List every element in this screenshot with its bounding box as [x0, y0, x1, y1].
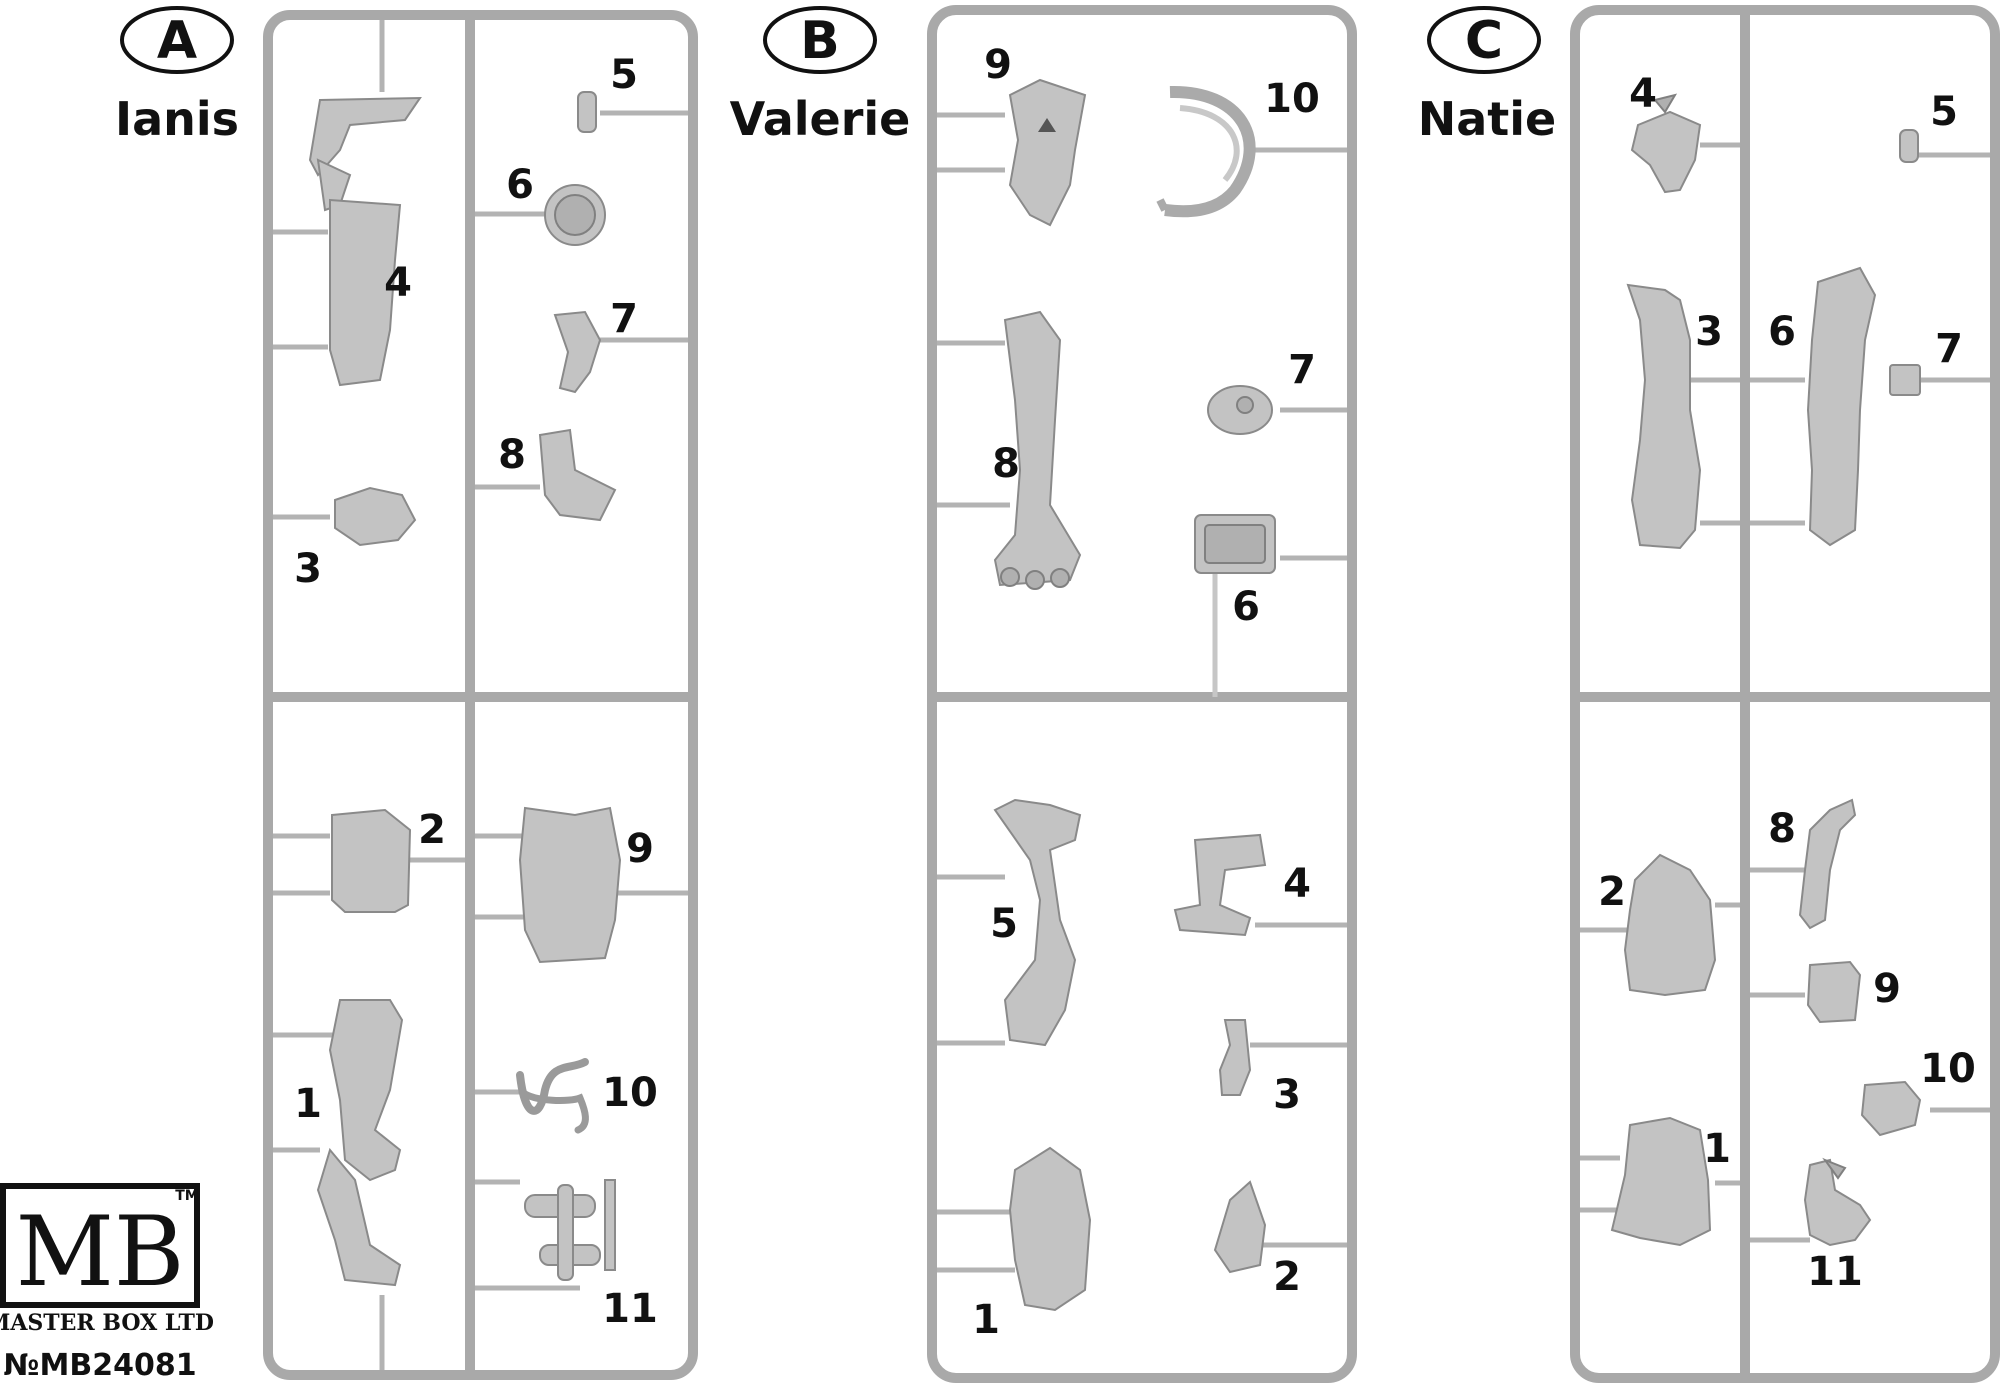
sprue-a-part-6-disc [544, 184, 606, 246]
sprue-c-part-5 [1899, 129, 1919, 163]
sprue-b-label-8: 8 [992, 441, 1020, 487]
sprue-a-part-2-torso [331, 808, 412, 913]
sprue-b-letter-badge [763, 6, 877, 74]
sprue-c-label-9: 9 [1873, 966, 1901, 1012]
sprue-a-part-1-leg [316, 999, 404, 1287]
sprue-a-letter: A [157, 11, 197, 71]
sprue-a-part-9-vest [518, 806, 622, 964]
sprue-c-label-8: 8 [1768, 806, 1796, 852]
sprue-b-label-5: 5 [990, 901, 1018, 947]
sprue-b-part-2-hand [1213, 1180, 1267, 1274]
sprue-b: B Valerie [730, 5, 1357, 1383]
sprue-c-part-8-arm [1798, 798, 1857, 930]
sprue-a-label-2: 2 [418, 807, 446, 853]
sprue-a-label-9: 9 [626, 826, 654, 872]
sprue-b-label-9: 9 [984, 42, 1012, 88]
logo-company-name: MASTER BOX LTD [0, 1310, 214, 1336]
sprue-b-part-6-box [1194, 514, 1276, 574]
sprue-c-label-10: 10 [1920, 1046, 1976, 1092]
sprue-c-part-4-head [1630, 93, 1702, 194]
sprue-a-label-8: 8 [498, 432, 526, 478]
sprue-b-label-2: 2 [1273, 1254, 1301, 1300]
sprue-c-label-2: 2 [1598, 869, 1626, 915]
sprue-b-part-7-head [1207, 385, 1273, 435]
sprue-b-label-1: 1 [972, 1297, 1000, 1343]
sprue-a-label-1: 1 [294, 1081, 322, 1127]
sprue-b-figure-name: Valerie [730, 92, 911, 146]
sprue-a-label-5: 5 [610, 52, 638, 98]
sprue-a: A Ianis [115, 6, 698, 1380]
sprue-b-label-4: 4 [1283, 861, 1311, 907]
sprue-a-part-5 [577, 91, 597, 133]
sprue-a-label-4: 4 [384, 260, 412, 306]
sprue-c-label-3: 3 [1695, 309, 1723, 355]
sprue-a-part-10-cable [516, 1058, 589, 1134]
sprue-b-letter: B [800, 11, 840, 71]
sprue-c-label-6: 6 [1768, 309, 1796, 355]
sprue-c-part-11-arm [1803, 1157, 1872, 1247]
sprue-c-letter: C [1465, 11, 1503, 71]
sprue-c-label-7: 7 [1935, 326, 1963, 372]
sprue-b-part-4-arm [1173, 833, 1267, 937]
kit-number: №MB24081 [3, 1348, 196, 1383]
sprue-c-part-10 [1860, 1080, 1922, 1137]
sprue-c-label-1: 1 [1703, 1126, 1731, 1172]
sprue-b-label-6: 6 [1232, 584, 1260, 630]
logo-inner [6, 1189, 194, 1302]
sprue-a-label-3: 3 [294, 546, 322, 592]
sprue-c-part-1-lower [1610, 1116, 1712, 1247]
sprue-b-part-9-torso [1008, 78, 1087, 227]
sprue-b-part-3-hand [1218, 1019, 1252, 1096]
sprue-c-label-5: 5 [1930, 89, 1958, 135]
sprue-a-part-4-leg [308, 96, 422, 387]
sprue-b-label-3: 3 [1273, 1072, 1301, 1118]
sprue-c-part-3-leg [1626, 283, 1702, 550]
sprue-a-part-3-head [334, 486, 417, 547]
sprue-b-part-10-ring [1156, 85, 1256, 218]
sprue-c-figure-name: Natie [1418, 92, 1557, 146]
sprue-b-part-8-leg [993, 310, 1082, 590]
sprue-c-label-11: 11 [1807, 1249, 1863, 1295]
logo-trademark: TM [175, 1188, 198, 1204]
sprue-b-label-7: 7 [1288, 347, 1316, 393]
masterbox-logo: MB TM MASTER BOX LTD №MB24081 [0, 1183, 214, 1383]
sprue-a-label-6: 6 [506, 162, 534, 208]
sprue-c-letter-badge [1427, 6, 1541, 74]
sprue-a-part-11-tanks [524, 1179, 616, 1281]
sprue-b-part-5-leg [993, 798, 1082, 1047]
sprue-a-label-10: 10 [602, 1070, 658, 1116]
sprue-a-label-7: 7 [610, 296, 638, 342]
sprue-c: C Natie [1418, 5, 2000, 1383]
sprue-a-label-11: 11 [602, 1286, 658, 1332]
sprue-c-label-4: 4 [1629, 71, 1657, 117]
sprue-b-part-1-torso [1008, 1146, 1092, 1312]
sprue-c-part-6-leg [1806, 266, 1877, 547]
sprue-c-part-7 [1889, 364, 1921, 396]
sprue-a-part-8-arm [538, 428, 617, 522]
logo-mark: MB [16, 1196, 185, 1308]
sprue-a-figure-name: Ianis [115, 92, 239, 146]
sprue-c-part-2-torso [1623, 853, 1717, 997]
sprue-a-letter-badge [120, 6, 234, 74]
sprue-c-part-9 [1806, 960, 1862, 1024]
sprue-b-label-10: 10 [1264, 76, 1320, 122]
sprue-a-part-7-arm [553, 310, 602, 394]
